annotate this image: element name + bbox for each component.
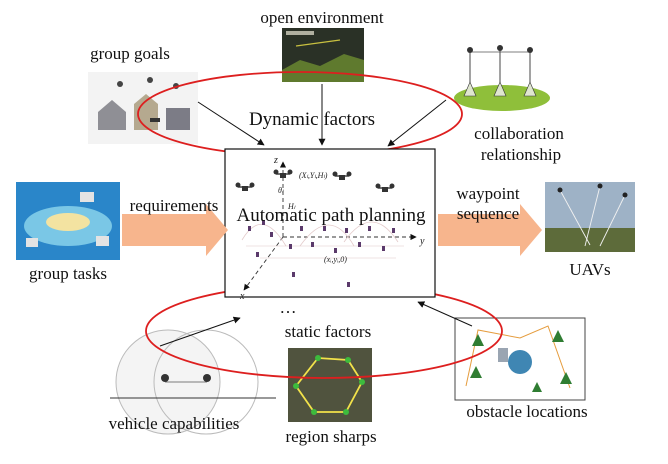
drone-icon [235,182,255,191]
theta-label: θₗ [278,186,284,195]
group-goals-label: group goals [90,44,170,63]
group-goals-arrow [197,101,265,146]
group-goals-image [88,72,198,144]
static-ellipsis: … [279,298,297,317]
center-title: Automatic path planning [236,205,426,226]
region-sharps-image [288,348,372,422]
requirements-label: requirements [129,196,219,215]
axis-x-label: x [239,291,245,302]
vehicle-capabilities-label: vehicle capabilities [108,414,240,433]
collaboration-label-line2: relationship [480,145,562,164]
drone-icon [332,171,352,180]
sequence-label: sequence [456,204,520,223]
group-tasks-label: group tasks [29,264,107,283]
obstacle-locations-arrow [417,301,473,327]
waypoint-label: waypoint [456,184,520,203]
vehicle-capabilities-image [110,329,276,435]
drone-icon [375,183,395,192]
uavs-image [545,182,635,252]
requirements-arrow [122,204,228,256]
height-label: Hₗ [287,202,296,211]
obstacle-locations-label: obstacle locations [466,402,588,421]
waypoint-sequence-arrow [438,204,542,256]
obstacle-locations-image [454,317,586,401]
drone-icon [273,169,293,178]
region-sharps-label: region sharps [285,427,377,446]
collaboration-arrow [387,99,447,147]
axis-y-label: y [419,236,425,247]
group-tasks-image [16,182,120,260]
dynamic-factors-label: Dynamic factors [248,109,376,130]
coordinate-axes [241,161,417,291]
open-environment-label: open environment [260,8,384,27]
point-top-label: (Xₗ,Yₗ,Hₗ) [299,171,328,180]
collaboration-relationship-image [454,45,550,111]
target-points [248,220,395,287]
static-factors-label: static factors [284,322,372,341]
point-bottom-label: (xᵢ,yᵢ,0) [324,255,347,264]
axis-z-label: z [273,155,278,166]
collaboration-label-line1: collaboration [474,124,564,143]
uavs-label: UAVs [569,260,611,279]
vehicle-capabilities-arrow [159,316,241,347]
path-planning-box [224,148,436,298]
